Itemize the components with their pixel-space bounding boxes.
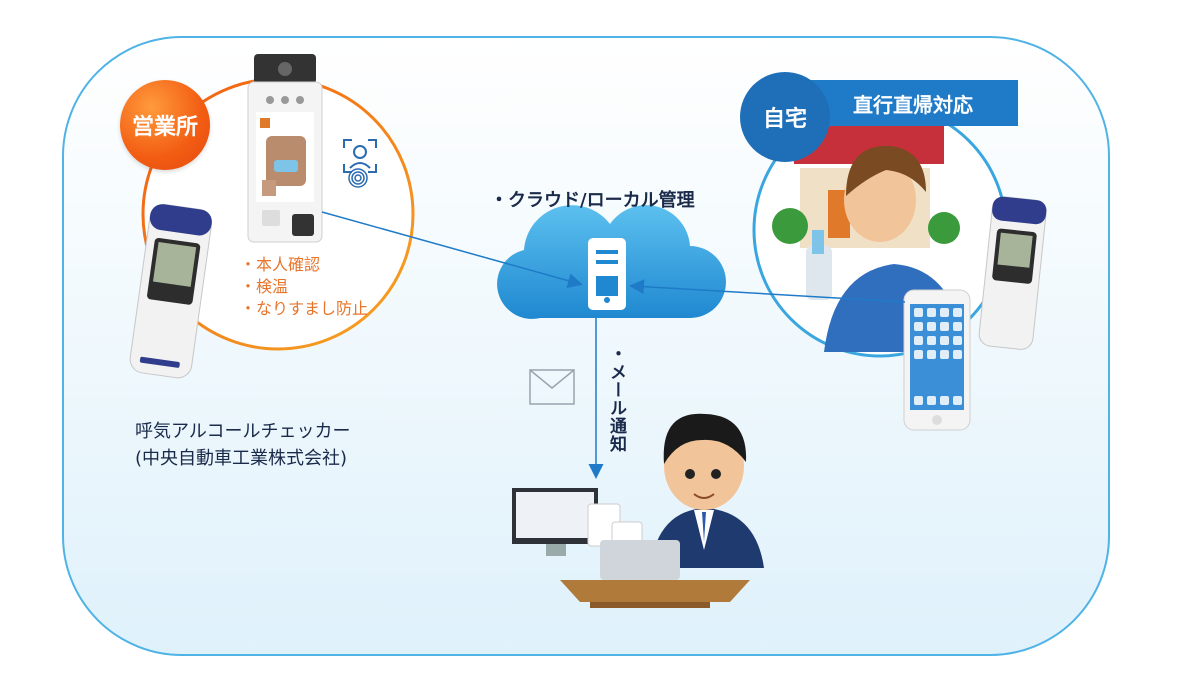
- mail-notification-label: ・メール通知: [606, 345, 626, 453]
- feature-item-identity: ・本人確認: [240, 255, 321, 274]
- home-person-illustration: [772, 126, 960, 352]
- home-badge: 自宅: [740, 72, 830, 162]
- office-badge: 営業所: [120, 80, 210, 170]
- office-features-list: ・本人確認 ・検温 ・なりすまし防止: [240, 254, 368, 320]
- alcohol-checker-left: [129, 203, 213, 379]
- feature-item-temperature: ・検温: [240, 277, 289, 296]
- smartphone: [903, 289, 971, 431]
- office-worker-illustration: [512, 413, 764, 608]
- phone-to-cloud-arrow: [629, 279, 906, 303]
- feature-item-anti-spoofing: ・なりすまし防止: [240, 299, 369, 318]
- fingerprint-icon: [348, 168, 368, 188]
- mail-envelope-icon: [529, 369, 575, 405]
- face-recognition-terminal: [247, 54, 323, 243]
- face-recognition-icon: [343, 139, 377, 173]
- terminal-to-cloud-arrow: [321, 211, 583, 288]
- cloud-management-label: ・クラウド/ローカル管理: [490, 190, 695, 211]
- alcohol-checker-right: [978, 196, 1047, 350]
- alcohol-checker-caption: 呼気アルコールチェッカー (中央自動車工業株式会社): [135, 418, 350, 472]
- checker-caption-line2: (中央自動車工業株式会社): [135, 448, 348, 469]
- checker-caption-line1: 呼気アルコールチェッカー: [135, 421, 351, 442]
- direct-commute-banner: 直行直帰対応: [808, 80, 1018, 126]
- cloud-server-icon: [497, 205, 726, 319]
